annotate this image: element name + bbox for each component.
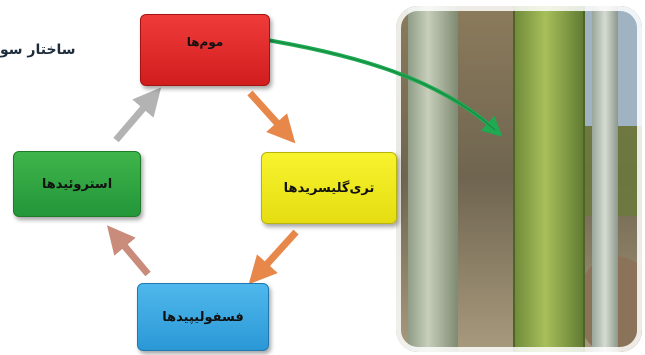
arrow-steroids-to-waxes [113,87,162,143]
node-steroids: استروئیدها [13,151,141,217]
plant-stems-photo [396,6,642,352]
node-waxes-label: موم‌ها [186,35,224,49]
node-steroids-label: استروئیدها [41,176,113,192]
node-triglycerides-label: تری‌گلیسریدها [283,180,375,196]
node-phospholipids: فسفولیپیدها [137,283,269,351]
node-triglycerides: تری‌گلیسریدها [261,152,397,224]
pointer-arrow-to-photo [254,36,503,137]
arrow-waxes-to-triglycerides [247,90,296,144]
node-waxes: موم‌ها [140,14,270,86]
arrow-triglycerides-to-phospholipids [248,229,299,285]
page-fragment-text: ساختار سو [0,42,76,58]
arrow-phospholipids-to-steroids [106,225,151,277]
node-phospholipids-label: فسفولیپیدها [162,309,244,325]
